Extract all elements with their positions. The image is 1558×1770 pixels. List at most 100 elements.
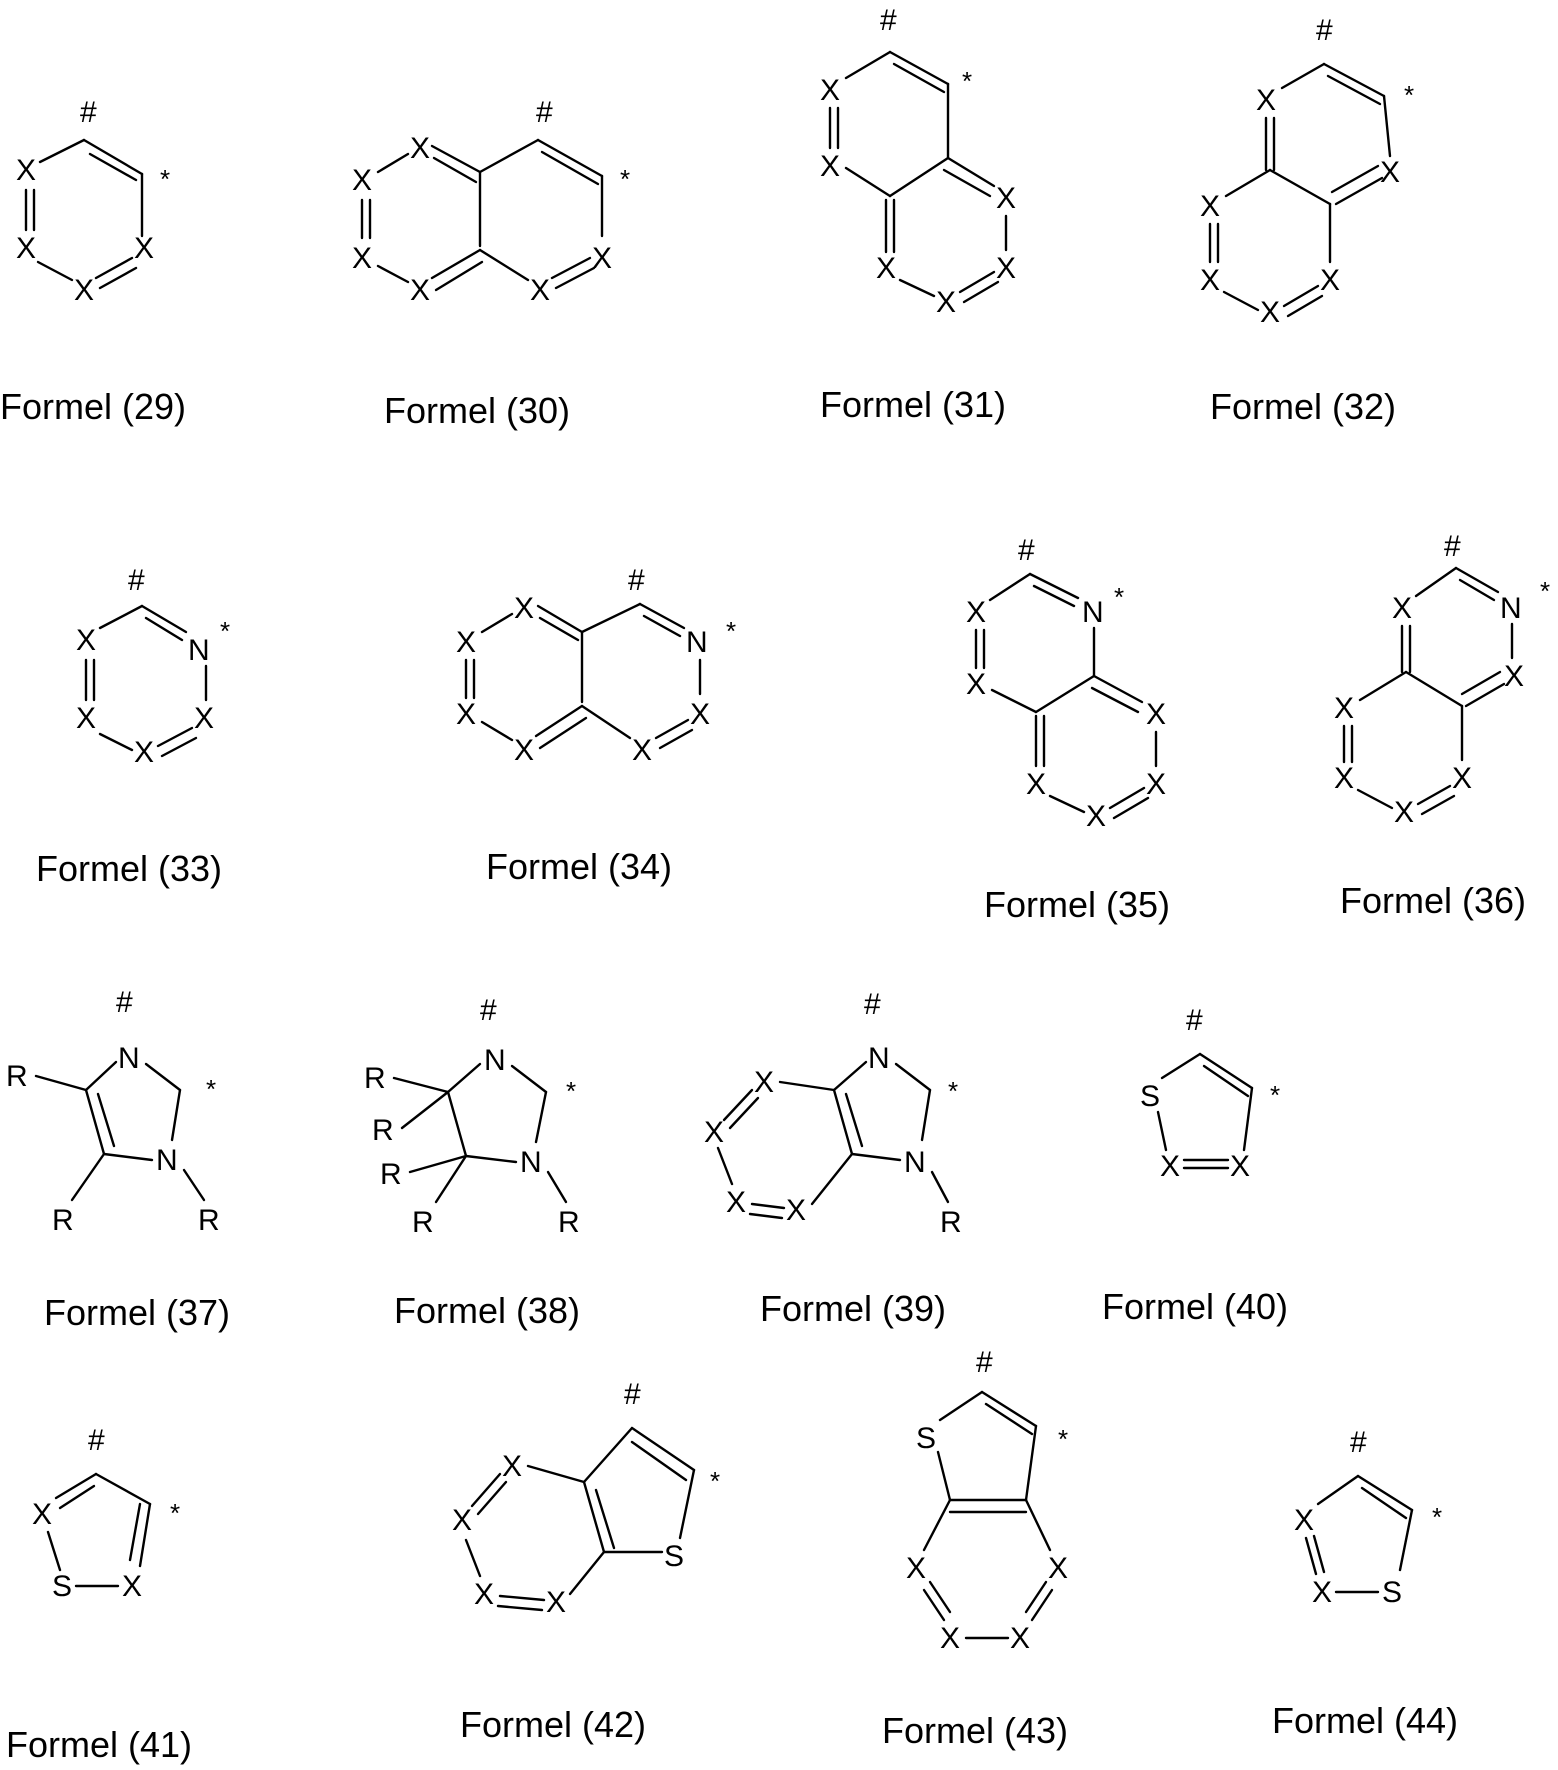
structure-30: # * X X X X X X: [352, 96, 630, 307]
atom-x: X: [452, 1504, 472, 1537]
caption-formel-42: Formel (42): [460, 1704, 646, 1746]
atom-x: X: [906, 1552, 926, 1585]
star-mark: *: [1058, 1424, 1068, 1454]
atom-x: X: [1048, 1552, 1068, 1585]
atom-x: X: [820, 74, 840, 107]
atom-n: N: [904, 1146, 926, 1179]
substituent-r: R: [380, 1158, 402, 1191]
substituent-r: R: [198, 1204, 220, 1237]
star-mark: *: [170, 1498, 180, 1528]
substituent-r: R: [558, 1206, 580, 1239]
atom-x: X: [936, 286, 956, 319]
atom-x: X: [690, 698, 710, 731]
structure-43: # * S X X X X: [906, 1346, 1068, 1655]
atom-x: X: [352, 164, 372, 197]
atom-x: X: [966, 596, 986, 629]
structure-29: # * X X X X: [16, 96, 170, 307]
atom-x: X: [876, 252, 896, 285]
atom-x: X: [1392, 592, 1412, 625]
substituent-r: R: [52, 1204, 74, 1237]
caption-formel-38: Formel (38): [394, 1290, 580, 1332]
atom-x: X: [632, 734, 652, 767]
atom-x: X: [32, 1498, 52, 1531]
structure-39: # N * N R X X X X: [704, 988, 962, 1239]
hash-mark: #: [624, 1378, 641, 1411]
star-mark: *: [566, 1076, 576, 1106]
atom-s: S: [1382, 1576, 1402, 1609]
atom-x: X: [352, 242, 372, 275]
hash-mark: #: [88, 1424, 105, 1457]
caption-formel-41: Formel (41): [6, 1724, 192, 1766]
atom-n: N: [118, 1042, 140, 1075]
caption-formel-43: Formel (43): [882, 1710, 1068, 1752]
structure-44: # * X X S: [1294, 1426, 1442, 1609]
hash-mark: #: [864, 988, 881, 1021]
atom-x: X: [1256, 84, 1276, 117]
structure-32: # * X X X X X X: [1200, 14, 1414, 329]
caption-formel-36: Formel (36): [1340, 880, 1526, 922]
star-mark: *: [620, 164, 630, 194]
caption-formel-31: Formel (31): [820, 384, 1006, 426]
hash-mark: #: [536, 96, 553, 129]
atom-n: N: [1082, 596, 1104, 629]
structure-38: # N * N R R R R R: [364, 994, 580, 1239]
atom-x: X: [1200, 264, 1220, 297]
hash-mark: #: [1350, 1426, 1367, 1459]
atom-x: X: [1146, 698, 1166, 731]
atom-x: X: [1294, 1504, 1314, 1537]
caption-formel-34: Formel (34): [486, 846, 672, 888]
hash-mark: #: [628, 564, 645, 597]
atom-s: S: [664, 1540, 684, 1573]
atom-x: X: [514, 592, 534, 625]
atom-x: X: [74, 274, 94, 307]
atom-x: X: [592, 242, 612, 275]
star-mark: *: [1114, 582, 1124, 612]
hash-mark: #: [976, 1346, 993, 1379]
atom-x: X: [1010, 1622, 1030, 1655]
star-mark: *: [1432, 1502, 1442, 1532]
atom-x: X: [820, 150, 840, 183]
star-mark: *: [160, 164, 170, 194]
caption-formel-29: Formel (29): [0, 386, 186, 428]
atom-x: X: [194, 702, 214, 735]
atom-n: N: [1500, 592, 1522, 625]
caption-formel-35: Formel (35): [984, 884, 1170, 926]
star-mark: *: [220, 616, 230, 646]
atom-x: X: [456, 626, 476, 659]
atom-x: X: [410, 132, 430, 165]
atom-x: X: [16, 232, 36, 265]
atom-x: X: [726, 1186, 746, 1219]
hash-mark: #: [128, 564, 145, 597]
atom-x: X: [122, 1570, 142, 1603]
atom-x: X: [1312, 1576, 1332, 1609]
substituent-r: R: [364, 1062, 386, 1095]
atom-n: N: [868, 1042, 890, 1075]
hash-mark: #: [880, 4, 897, 37]
substituent-r: R: [940, 1206, 962, 1239]
atom-x: X: [966, 668, 986, 701]
atom-x: X: [76, 624, 96, 657]
atom-x: X: [1334, 692, 1354, 725]
atom-x: X: [530, 274, 550, 307]
caption-formel-32: Formel (32): [1210, 386, 1396, 428]
atom-x: X: [786, 1194, 806, 1227]
atom-x: X: [996, 252, 1016, 285]
structure-41: # * X S X: [32, 1424, 180, 1603]
atom-x: X: [76, 702, 96, 735]
atom-n: N: [686, 626, 708, 659]
atom-s: S: [1140, 1080, 1160, 1113]
atom-x: X: [546, 1586, 566, 1619]
atom-x: X: [1230, 1150, 1250, 1183]
caption-formel-39: Formel (39): [760, 1288, 946, 1330]
atom-x: X: [1380, 156, 1400, 189]
atom-x: X: [514, 734, 534, 767]
structure-40: # * S X X: [1140, 1004, 1280, 1183]
substituent-r: R: [412, 1206, 434, 1239]
atom-s: S: [916, 1422, 936, 1455]
atom-x: X: [1026, 768, 1046, 801]
atom-x: X: [1160, 1150, 1180, 1183]
hash-mark: #: [1444, 530, 1461, 563]
hash-mark: #: [1316, 14, 1333, 47]
structure-36: # N * X X X X X X: [1334, 530, 1550, 829]
atom-x: X: [134, 736, 154, 769]
